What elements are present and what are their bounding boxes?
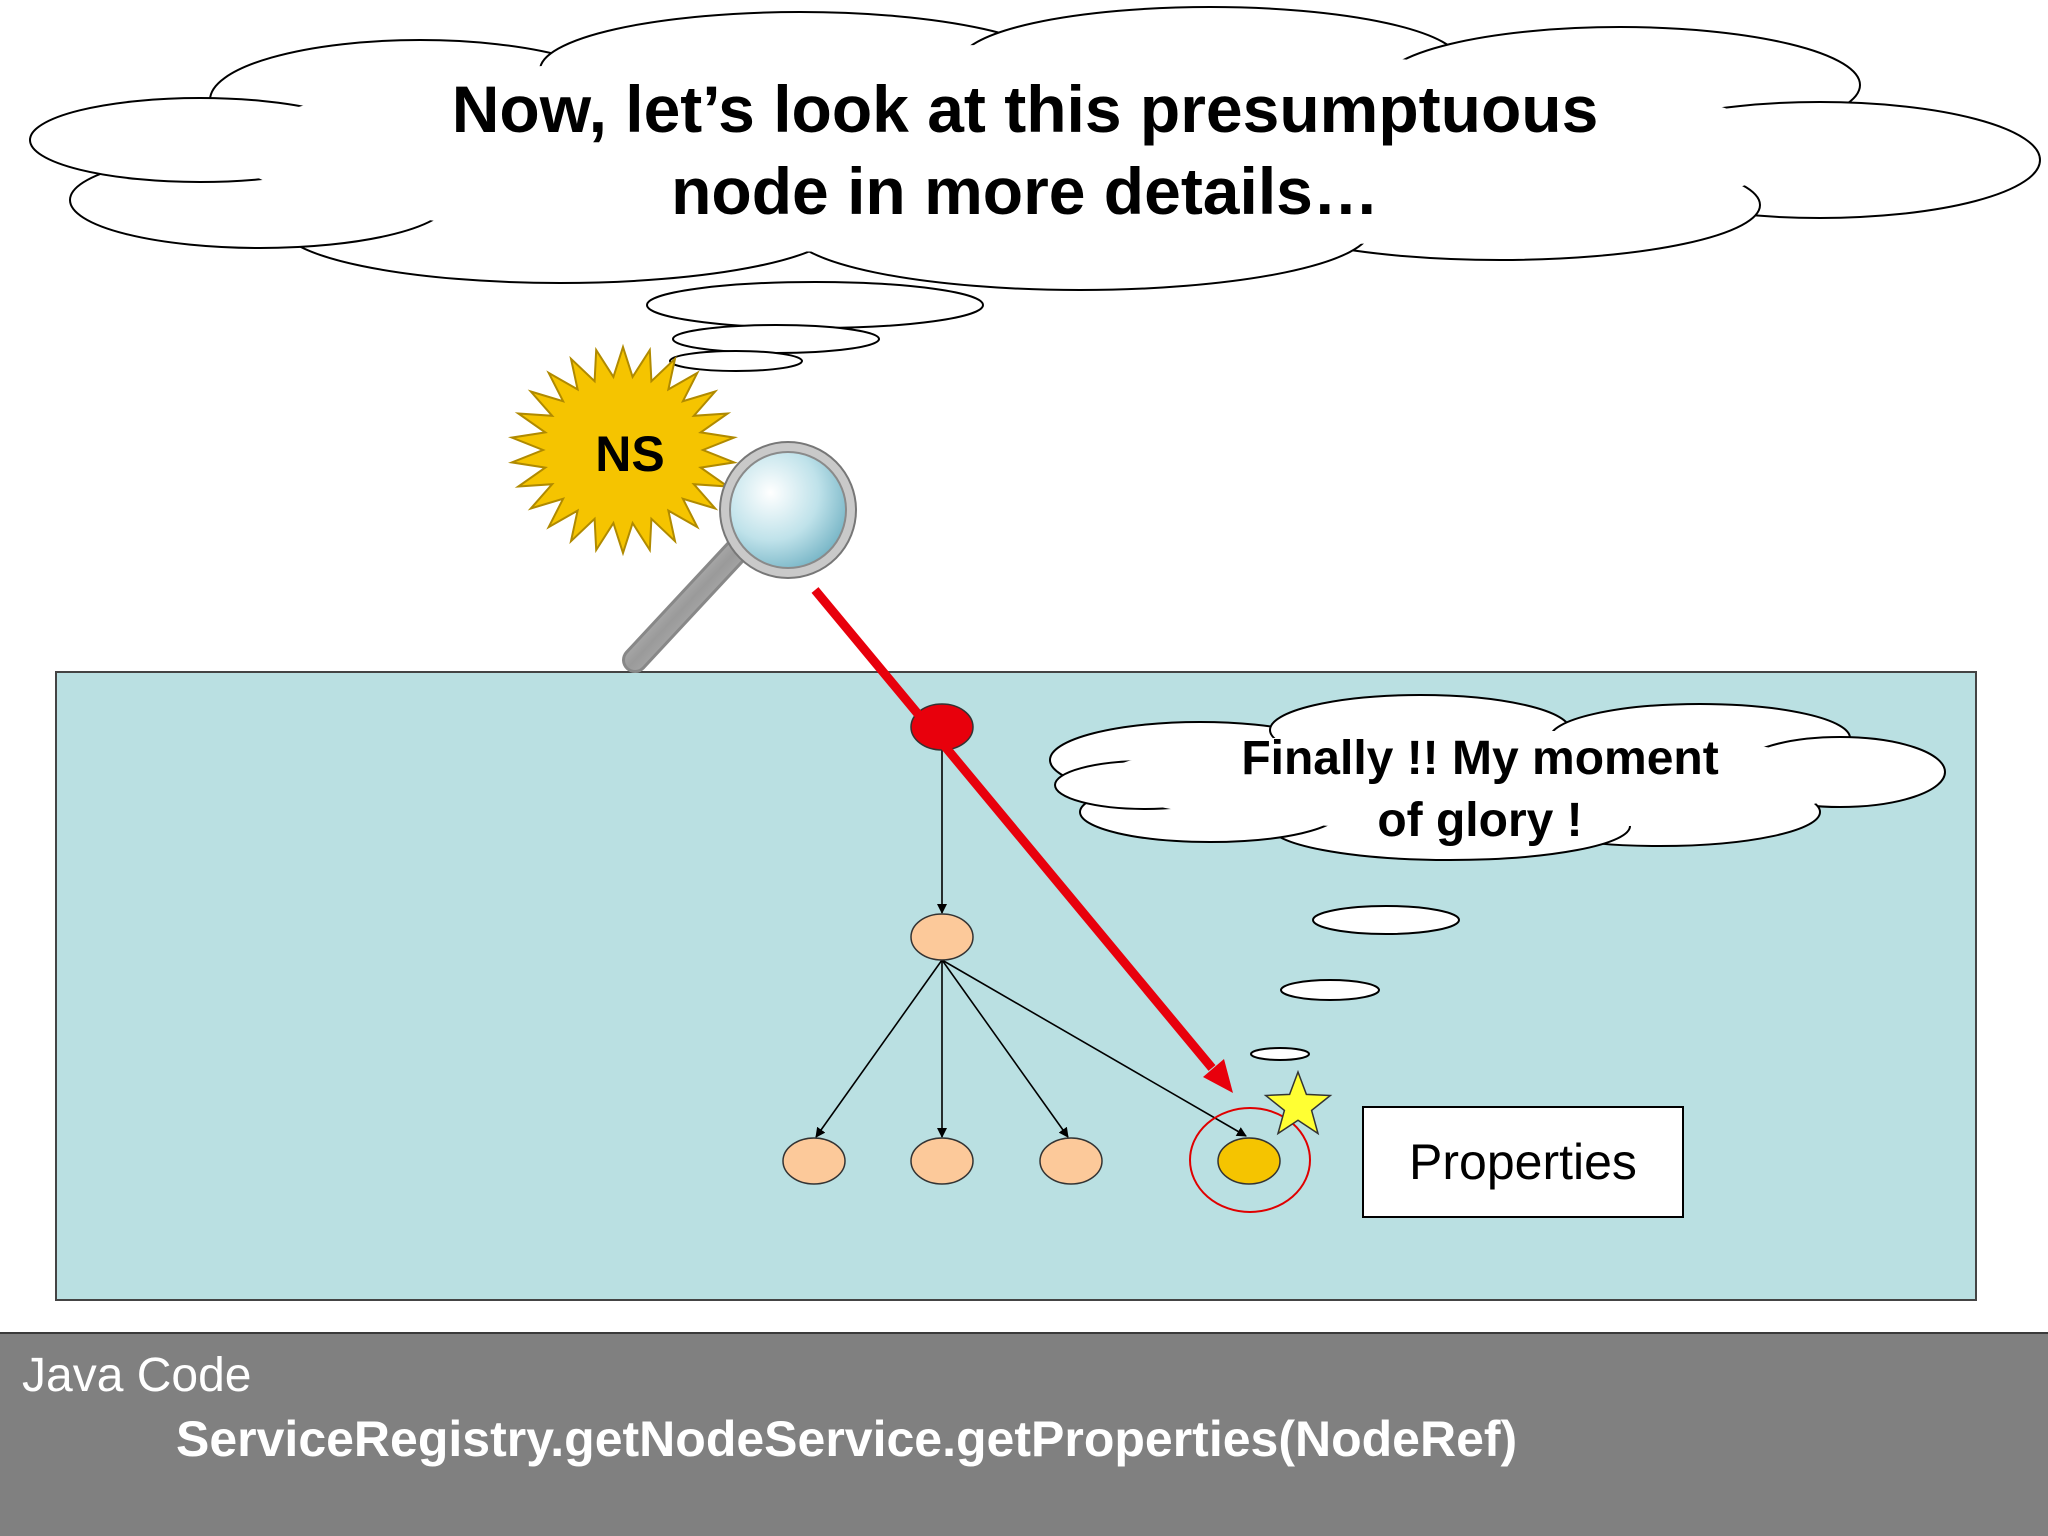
child-node bbox=[1039, 1137, 1103, 1185]
selected-node bbox=[1217, 1137, 1281, 1185]
headline: Now, let’s look at this presumptuous nod… bbox=[300, 68, 1750, 232]
properties-box: Properties bbox=[1362, 1106, 1684, 1218]
code-bar bbox=[0, 1332, 2048, 1536]
node-thought-cloud-tail bbox=[1250, 905, 1460, 1061]
node-thought-cloud bbox=[1049, 694, 1946, 861]
child-node bbox=[910, 1137, 974, 1185]
root-node bbox=[910, 703, 974, 751]
code-label: Java Code bbox=[22, 1349, 252, 1402]
parent-node bbox=[910, 913, 974, 961]
tree-edges bbox=[815, 748, 1247, 1138]
star-icon bbox=[1263, 1069, 1333, 1136]
headline-line-2: node in more details… bbox=[671, 154, 1379, 228]
child-node bbox=[782, 1137, 846, 1185]
explosion-burst-icon bbox=[508, 343, 738, 557]
magnifying-glass-icon bbox=[622, 441, 857, 673]
headline-cloud bbox=[29, 6, 2041, 291]
headline-cloud-tail bbox=[646, 281, 984, 372]
pointer-arrow bbox=[811, 587, 1233, 1093]
properties-label: Properties bbox=[1409, 1134, 1637, 1190]
node-thought-line-1: Finally !! My moment bbox=[1241, 732, 1719, 785]
burst-label: NS bbox=[595, 426, 665, 482]
selected-node-highlight-ring bbox=[1189, 1107, 1311, 1213]
node-thought-line-2: of glory ! bbox=[1377, 794, 1583, 847]
headline-line-1: Now, let’s look at this presumptuous bbox=[451, 72, 1599, 146]
code-line: ServiceRegistry.getNodeService.getProper… bbox=[176, 1411, 1518, 1467]
node-thought: Finally !! My moment of glory ! bbox=[1160, 728, 1800, 852]
